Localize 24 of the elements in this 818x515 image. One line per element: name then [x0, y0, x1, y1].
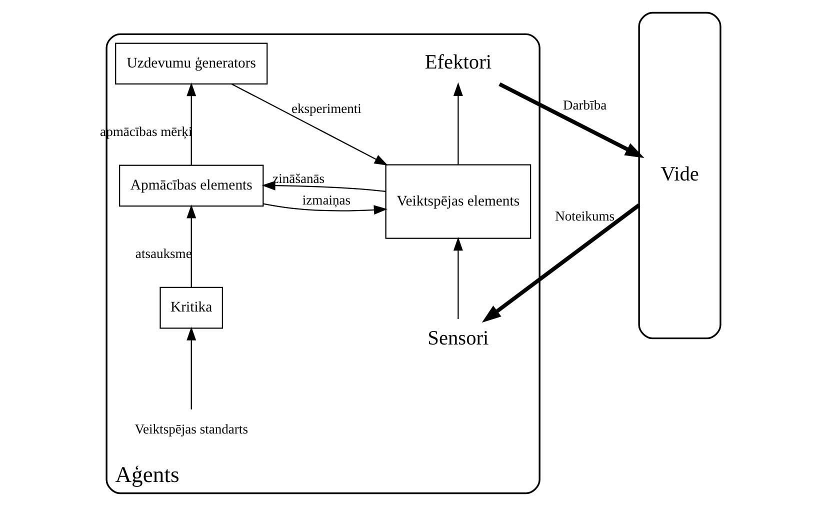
arrow [262, 180, 386, 192]
node-box: Apmācības elements [119, 164, 264, 207]
edge-label: zināšanās [272, 171, 325, 186]
arrow [498, 82, 644, 158]
edge-label: Darbība [562, 98, 607, 113]
node-text: Sensori [428, 327, 489, 350]
arrow [263, 203, 388, 215]
node-box: Vide [638, 12, 722, 340]
edge-label: Noteikums [555, 208, 615, 224]
arrow [453, 236, 463, 319]
node-box: Veiktspējas elements [385, 164, 532, 239]
edge-label: eksperimenti [291, 100, 362, 116]
arrow [482, 204, 640, 323]
arrow [186, 82, 196, 166]
node-text: Veiktspējas standarts [134, 421, 248, 436]
node-box: Uzdevumu ģenerators [115, 42, 268, 85]
edge-label: atsauksme [135, 246, 192, 261]
node-box: Kritika [160, 286, 224, 329]
edge-label: izmaiņas [302, 192, 351, 208]
arrow [453, 82, 463, 164]
arrow [186, 326, 196, 410]
arrow [186, 204, 196, 288]
node-text: Efektori [424, 52, 492, 74]
arrow [231, 83, 388, 166]
